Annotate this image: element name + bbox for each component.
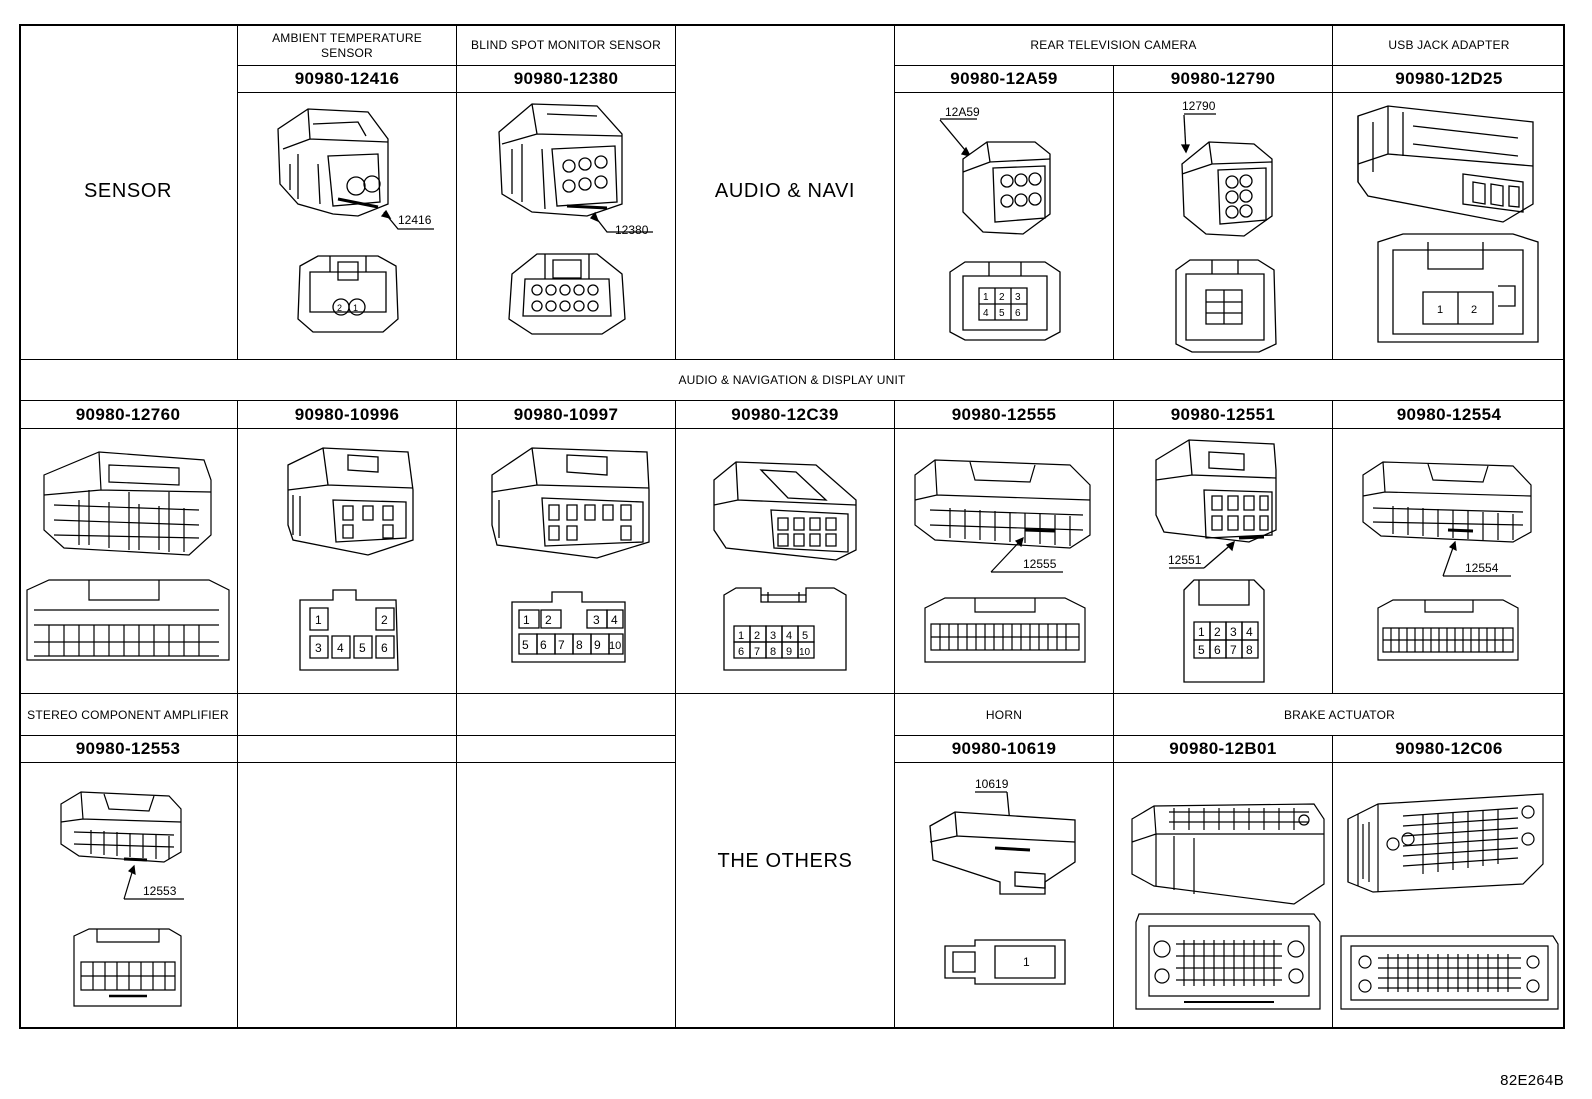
brake-actuator-title: BRAKE ACTUATOR <box>1283 707 1396 722</box>
pin-8: 8 <box>1246 643 1253 657</box>
part-90980-12553: 90980-12553 <box>75 739 181 758</box>
connector-12a59-drawing: 12A59 1 2 3 4 5 6 <box>895 94 1113 359</box>
pin-6: 6 <box>1214 643 1221 657</box>
connector-table <box>19 24 1565 1029</box>
pin-5: 5 <box>359 641 366 655</box>
pin-4: 4 <box>337 641 344 655</box>
pin-3: 3 <box>1015 292 1021 303</box>
part-90980-12d25: 90980-12D25 <box>1395 69 1503 88</box>
part-90980-10996: 90980-10996 <box>294 404 400 424</box>
pin-2: 2 <box>1471 304 1477 316</box>
callout-12380: 12380 <box>615 223 649 237</box>
connector-12c06-drawing <box>1333 764 1565 1029</box>
connector-12416-drawing: 12416 2 1 <box>238 94 456 359</box>
pin-2: 2 <box>754 630 760 642</box>
usb-jack-adapter-title: USB JACK ADAPTER <box>1388 38 1510 52</box>
rear-television-camera-title: REAR TELEVISION CAMERA <box>1030 38 1197 52</box>
pin-5: 5 <box>1198 643 1205 657</box>
connector-12d25-drawing: 1 2 <box>1333 94 1565 359</box>
pin-2: 2 <box>381 613 388 627</box>
pin-2: 2 <box>337 303 342 313</box>
part-90980-12554: 90980-12554 <box>1396 404 1502 424</box>
pin-3: 3 <box>315 641 322 655</box>
pin-2: 2 <box>545 613 552 627</box>
pin-7: 7 <box>1230 643 1237 657</box>
pin-3: 3 <box>1230 625 1237 639</box>
pin-7: 7 <box>558 638 565 652</box>
callout-12554: 12554 <box>1465 561 1499 575</box>
pin-8: 8 <box>770 646 776 658</box>
connector-12380-drawing: 12380 <box>457 94 675 359</box>
callout-12416: 12416 <box>398 213 432 227</box>
part-90980-12a59: 90980-12A59 <box>950 69 1058 88</box>
connector-12551-drawing: 12551 1 2 3 4 5 6 7 8 <box>1114 430 1332 693</box>
pin-1: 1 <box>315 613 322 627</box>
drawing-code: 82E264B <box>1500 1072 1564 1089</box>
pin-6: 6 <box>1015 308 1021 319</box>
part-90980-12760: 90980-12760 <box>75 404 181 424</box>
connector-10997-drawing: 1 2 3 4 5 6 7 8 9 10 <box>457 430 675 693</box>
pin-1: 1 <box>1023 955 1030 969</box>
pin-5: 5 <box>999 308 1005 319</box>
connector-12b01-drawing <box>1114 764 1332 1029</box>
pin-6: 6 <box>738 646 744 658</box>
category-audio-navi: AUDIO & NAVI <box>714 180 856 202</box>
pin-10: 10 <box>799 647 811 658</box>
pin-5: 5 <box>802 630 808 642</box>
display-unit-title: AUDIO & NAVIGATION & DISPLAY UNIT <box>678 373 906 387</box>
ambient-temperature-sensor-title: AMBIENT TEMPERATURE SENSOR <box>272 30 422 60</box>
pin-10: 10 <box>609 640 621 652</box>
stereo-component-amplifier-title: STEREO COMPONENT AMPLIFIER <box>27 707 229 722</box>
callout-12553: 12553 <box>143 884 177 898</box>
connector-10619-drawing: 10619 1 <box>895 764 1113 1029</box>
pin-9: 9 <box>786 646 792 658</box>
pin-2: 2 <box>1214 625 1221 639</box>
pin-1: 1 <box>983 292 989 303</box>
pin-5: 5 <box>522 638 529 652</box>
part-90980-10997: 90980-10997 <box>513 404 619 424</box>
pin-3: 3 <box>593 613 600 627</box>
pin-9: 9 <box>594 638 601 652</box>
connector-12c39-drawing: 1 2 3 4 5 6 7 8 9 10 <box>676 430 894 693</box>
blind-spot-monitor-sensor-title: BLIND SPOT MONITOR SENSOR <box>471 38 661 52</box>
pin-3: 3 <box>770 630 776 642</box>
connector-12553-drawing: 12553 <box>19 764 237 1029</box>
callout-12a59: 12A59 <box>945 105 980 119</box>
part-90980-12790: 90980-12790 <box>1170 69 1276 88</box>
part-90980-12551: 90980-12551 <box>1170 404 1276 424</box>
connector-12760-drawing <box>19 430 237 693</box>
connector-12554-drawing: 12554 <box>1333 430 1565 693</box>
pin-4: 4 <box>983 308 989 319</box>
category-the-others: THE OTHERS <box>717 849 853 872</box>
part-90980-12c06: 90980-12C06 <box>1395 739 1503 758</box>
pin-7: 7 <box>754 646 760 658</box>
pin-1: 1 <box>523 613 530 627</box>
pin-6: 6 <box>381 641 388 655</box>
connector-12555-drawing: 12555 <box>895 430 1113 693</box>
part-90980-10619: 90980-10619 <box>951 739 1057 758</box>
pin-1: 1 <box>1437 304 1443 316</box>
part-90980-12555: 90980-12555 <box>951 404 1057 424</box>
pin-6: 6 <box>540 638 547 652</box>
pin-4: 4 <box>611 613 618 627</box>
pin-8: 8 <box>576 638 583 652</box>
pin-2: 2 <box>999 292 1005 303</box>
part-90980-12416: 90980-12416 <box>294 69 400 88</box>
callout-12790: 12790 <box>1182 99 1216 113</box>
part-90980-12c39: 90980-12C39 <box>731 404 839 424</box>
pin-1: 1 <box>1198 625 1205 639</box>
horn-title: HORN <box>985 707 1023 722</box>
connector-12790-drawing: 12790 <box>1114 94 1332 359</box>
part-90980-12b01: 90980-12B01 <box>1169 739 1277 758</box>
pin-4: 4 <box>786 630 792 642</box>
pin-1: 1 <box>738 630 744 642</box>
part-90980-12380: 90980-12380 <box>513 69 619 88</box>
pin-4: 4 <box>1246 625 1253 639</box>
category-sensor: SENSOR <box>83 180 173 202</box>
connector-10996-drawing: 1 2 3 4 5 6 <box>238 430 456 693</box>
callout-10619: 10619 <box>975 777 1009 791</box>
callout-12555: 12555 <box>1023 557 1057 571</box>
callout-12551: 12551 <box>1168 553 1202 567</box>
pin-1: 1 <box>353 303 358 313</box>
